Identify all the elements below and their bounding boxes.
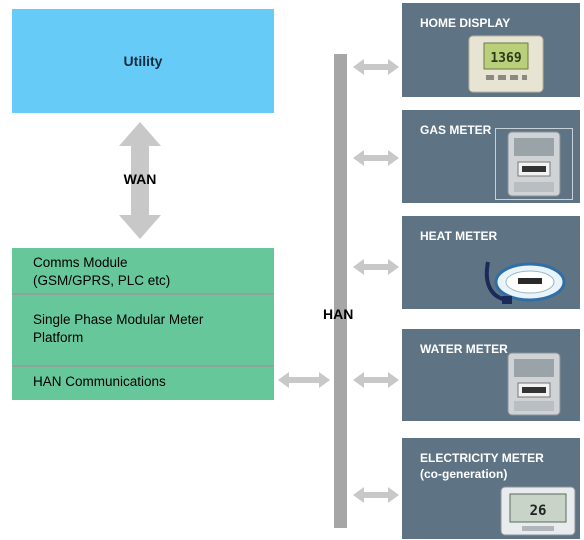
double-arrow-icon (353, 59, 399, 75)
utility-box: Utility (12, 9, 274, 113)
home-display-icon: 1369 (468, 35, 544, 93)
photo-frame (495, 128, 573, 200)
han-bus (334, 54, 347, 528)
device-title: ELECTRICITY METER (co-generation) (420, 450, 544, 482)
electric-display-readout: 26 (530, 503, 547, 519)
device-water-meter: WATER METER (402, 329, 580, 421)
wan-arrow-icon (119, 122, 161, 239)
device-gas-meter: GAS METER (402, 110, 580, 203)
device-title-line2: (co-generation) (420, 467, 508, 481)
double-arrow-icon (278, 372, 330, 388)
module-divider (12, 365, 274, 367)
utility-label: Utility (123, 53, 163, 69)
home-display-readout: 1369 (490, 51, 521, 66)
meter-platform-section: Single Phase Modular Meter Platform (12, 311, 274, 347)
double-arrow-icon (353, 487, 399, 503)
device-title: GAS METER (420, 123, 492, 137)
wan-label: WAN (123, 171, 157, 187)
han-label: HAN (323, 306, 354, 322)
han-comms-section: HAN Communications (12, 373, 274, 391)
device-title: HOME DISPLAY (420, 16, 511, 30)
device-heat-meter: HEAT METER (402, 216, 580, 309)
han-comms-line1: HAN Communications (33, 374, 166, 389)
device-electricity-meter: ELECTRICITY METER (co-generation) 26 (402, 438, 580, 539)
device-title: WATER METER (420, 342, 508, 356)
double-arrow-icon (353, 150, 399, 166)
gas-meter-icon (507, 131, 561, 197)
comms-module-line1: Comms Module (33, 255, 128, 270)
meter-platform-line1: Single Phase Modular Meter (33, 312, 204, 327)
comms-module-section: Comms Module (GSM/GPRS, PLC etc) (12, 254, 274, 290)
meter-module: Comms Module (GSM/GPRS, PLC etc) Single … (12, 248, 274, 400)
water-meter-icon (507, 352, 561, 416)
electricity-meter-icon: 26 (500, 486, 576, 536)
device-title-line1: ELECTRICITY METER (420, 451, 544, 465)
module-divider (12, 293, 274, 295)
device-title: HEAT METER (420, 229, 498, 243)
double-arrow-icon (353, 259, 399, 275)
double-arrow-icon (353, 372, 399, 388)
device-home-display: HOME DISPLAY 1369 (402, 3, 580, 97)
heat-meter-icon (484, 261, 566, 304)
meter-platform-line2: Platform (33, 330, 84, 345)
comms-module-line2: (GSM/GPRS, PLC etc) (33, 273, 171, 288)
